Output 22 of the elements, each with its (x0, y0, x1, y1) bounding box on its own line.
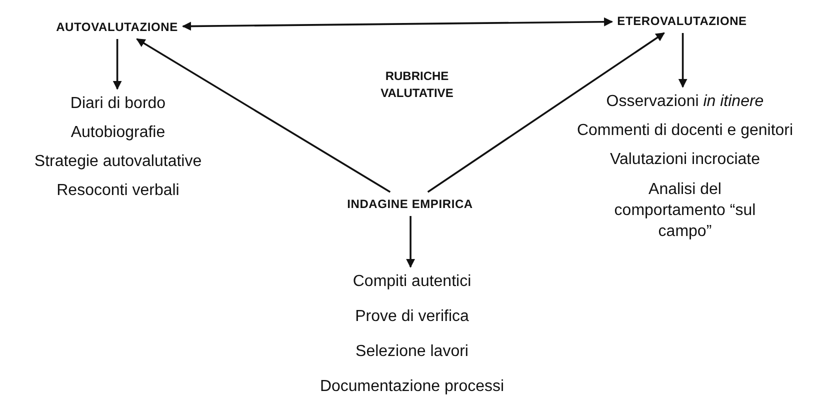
list-item: Commenti di docenti e genitori (576, 121, 794, 140)
arrow (427, 32, 665, 193)
list-item: Osservazioni in itinere (605, 92, 765, 111)
arrow (182, 17, 614, 31)
arrow (406, 216, 416, 268)
list-item: Valutazioni incrociate (609, 150, 761, 169)
arrow (136, 38, 391, 193)
list-item: Strategie autovalutative (34, 152, 202, 171)
arrow (112, 39, 122, 90)
list-item: Documentazione processi (320, 377, 504, 396)
heading-text: ETEROVALUTAZIONE (617, 14, 747, 28)
list-item: Diari di bordo (69, 94, 167, 113)
list-item: Selezione lavori (354, 342, 470, 361)
center-label: RUBRICHE VALUTATIVE (380, 68, 454, 102)
list-item: Analisi del comportamento “sul campo” (613, 180, 757, 242)
list-item: Resoconti verbali (56, 181, 180, 200)
list-item: Prove di verifica (354, 307, 470, 326)
list-item: Compiti autentici (352, 272, 472, 291)
heading-text: INDAGINE EMPIRICA (347, 197, 473, 211)
arrow (678, 33, 688, 88)
heading-text: AUTOVALUTAZIONE (56, 20, 178, 34)
list-item: Autobiografie (70, 123, 166, 142)
